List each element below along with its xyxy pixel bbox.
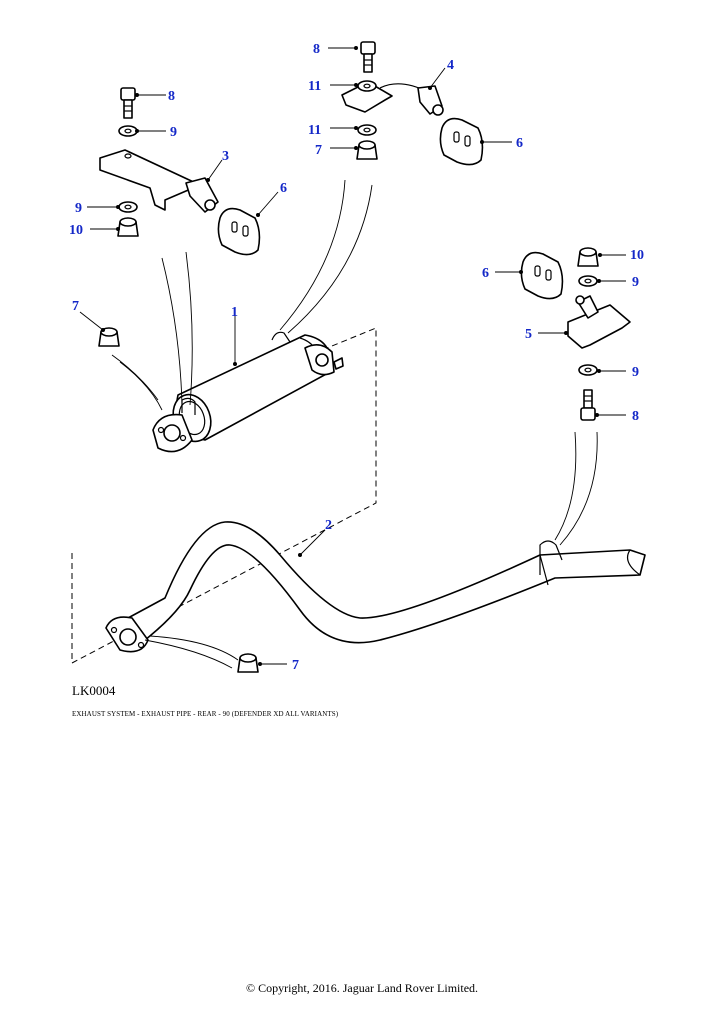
nut-right	[577, 247, 599, 267]
bolt-left	[120, 87, 136, 119]
nut-left	[117, 217, 139, 237]
washer-top-lower	[357, 124, 377, 136]
callout-3: 3	[222, 149, 229, 164]
nut-top	[356, 140, 378, 160]
callout-8: 8	[313, 42, 320, 57]
tail-pipe	[105, 521, 646, 653]
nut-bottom	[237, 653, 259, 673]
rubber-mount-left	[217, 207, 261, 256]
callout-9: 9	[75, 201, 82, 216]
callout-1: 1	[231, 305, 238, 320]
rubber-mount-top	[439, 117, 484, 166]
washer-top-upper	[357, 80, 377, 92]
bracket-top	[341, 81, 444, 116]
washer-right-top	[578, 275, 598, 287]
callout-5: 5	[525, 327, 532, 342]
diagram-code: LK0004	[72, 683, 116, 698]
callout-7: 7	[292, 658, 299, 673]
callout-9: 9	[632, 365, 639, 380]
callout-4: 4	[447, 58, 454, 73]
bolt-top	[360, 41, 376, 73]
callout-8: 8	[168, 89, 175, 104]
callout-7: 7	[315, 143, 322, 158]
bracket-left	[99, 149, 219, 213]
callout-10: 10	[630, 248, 644, 263]
leader-lines	[79, 46, 626, 666]
callout-11: 11	[308, 123, 321, 138]
assembly-flow-lines	[111, 179, 598, 669]
diagram-caption: EXHAUST SYSTEM - EXHAUST PIPE - REAR - 9…	[72, 710, 339, 718]
washer-right-bottom	[578, 364, 598, 376]
nut-mid-left	[98, 327, 120, 347]
callout-6: 6	[280, 181, 287, 196]
callout-9: 9	[632, 275, 639, 290]
callout-7: 7	[72, 299, 79, 314]
bolt-right	[580, 389, 596, 421]
callout-11: 11	[308, 79, 321, 94]
callout-9: 9	[170, 125, 177, 140]
bracket-right	[567, 295, 631, 349]
callout-6: 6	[482, 266, 489, 281]
callout-10: 10	[69, 223, 83, 238]
washer-left-mid	[118, 201, 138, 213]
callout-labels: 8 4 11 11 7 6 8 9 3 6 9 10 7 1 10 9 6 5 …	[69, 42, 644, 673]
silencer	[152, 331, 344, 453]
callout-6: 6	[516, 136, 523, 151]
rubber-mount-right	[520, 251, 564, 300]
callout-2: 2	[325, 518, 332, 533]
washer-left-top	[118, 125, 138, 137]
copyright-notice: © Copyright, 2016. Jaguar Land Rover Lim…	[245, 981, 479, 995]
callout-8: 8	[632, 409, 639, 424]
